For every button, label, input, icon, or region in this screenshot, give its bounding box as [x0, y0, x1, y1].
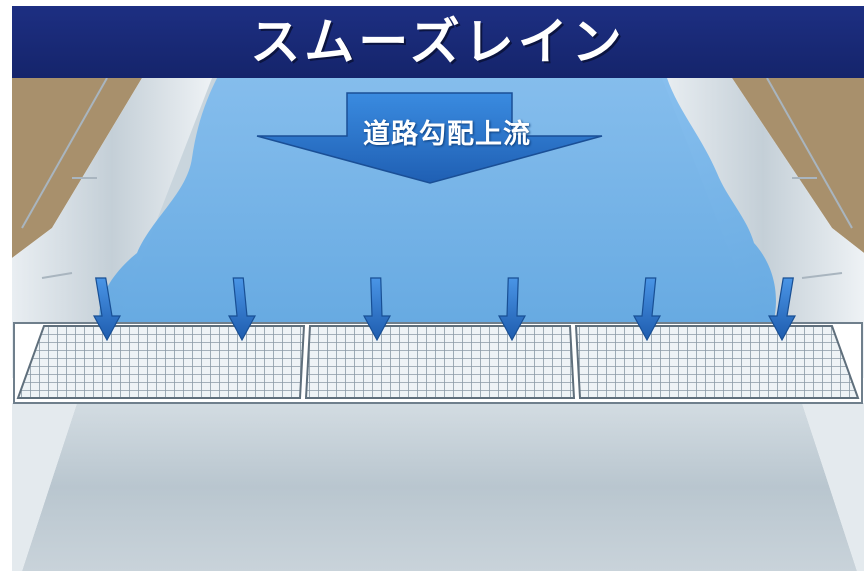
curb-lower-right [802, 403, 864, 571]
road-illustration [12, 77, 864, 571]
small-down-arrow-icon [362, 277, 392, 342]
ground-left [12, 78, 142, 258]
main-flow-arrow [256, 92, 603, 184]
road-scene: 道路勾配上流 [12, 77, 864, 571]
flow-direction-label: 道路勾配上流 [363, 119, 531, 150]
grating-panel [574, 325, 860, 399]
diagram-title: スムーズレイン [250, 13, 626, 71]
small-down-arrow-icon [227, 277, 257, 342]
road-surface-lower [22, 403, 857, 571]
drain-grating [13, 322, 863, 404]
curb-left [12, 78, 212, 378]
down-arrow-icon [256, 92, 603, 184]
drain-arrows [92, 277, 797, 342]
grating-panel [304, 325, 576, 399]
small-down-arrow-icon [767, 277, 797, 342]
curb-right [662, 78, 864, 378]
grating-panel [16, 325, 306, 399]
curb-lower-left [12, 403, 77, 571]
small-down-arrow-icon [632, 277, 662, 342]
small-down-arrow-icon [92, 277, 122, 342]
ground-right [732, 78, 864, 253]
water-sheet [99, 78, 776, 330]
title-bar: スムーズレイン [12, 6, 864, 78]
small-down-arrow-icon [497, 277, 527, 342]
